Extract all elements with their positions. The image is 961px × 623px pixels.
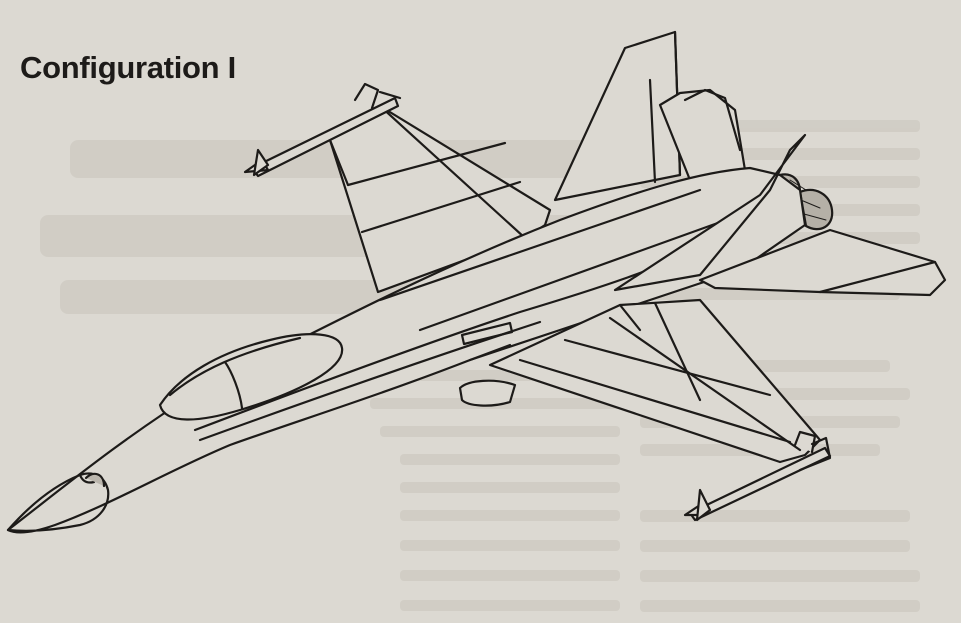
canopy [158,333,344,421]
figure-title: Configuration I [20,50,236,85]
vertical-tails [553,30,747,202]
left-wingtip-missile [243,82,402,178]
horizontal-stabilizers [613,133,947,297]
nose-cone [6,472,110,532]
ventral-intake [458,379,517,407]
right-wingtip-missile [683,430,832,522]
